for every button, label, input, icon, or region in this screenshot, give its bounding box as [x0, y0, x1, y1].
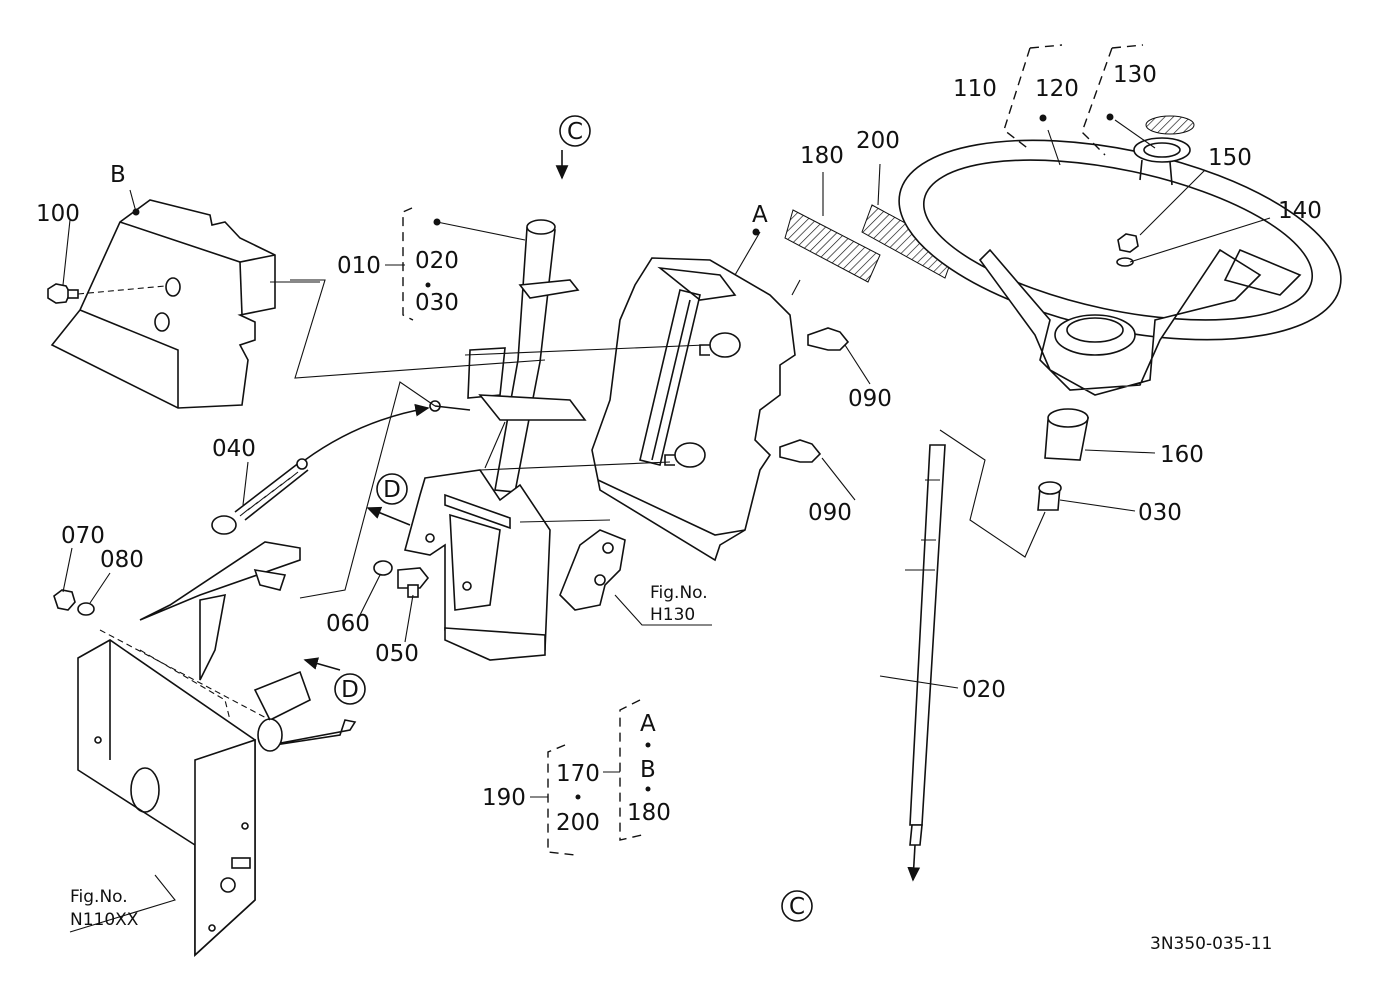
callout-170: 170 [556, 761, 600, 787]
fig-ref-h130-number: H130 [650, 605, 695, 625]
callout-130: 130 [1113, 62, 1157, 88]
marker-d-upper: D [383, 477, 401, 503]
panel-a [591, 257, 796, 562]
callout-200: 200 [856, 128, 900, 154]
callout-180: 180 [800, 143, 844, 169]
callout-110: 110 [953, 76, 997, 102]
decal-180 [784, 209, 881, 283]
marker-c-bottom: C [789, 894, 805, 920]
emblem-150 [1133, 137, 1191, 186]
callout-090-lower: 090 [808, 500, 852, 526]
bolt-090-lower [779, 439, 822, 463]
callout-100: 100 [36, 201, 80, 227]
marker-a: A [752, 202, 768, 228]
marker-c-top: C [567, 119, 583, 145]
callout-040: 040 [212, 436, 256, 462]
callout-150: 150 [1208, 145, 1252, 171]
callout-030-bushing: 030 [1138, 500, 1182, 526]
callout-020-shaft: 020 [962, 677, 1006, 703]
steering-column [404, 219, 587, 661]
set-marker-a: A [640, 711, 656, 737]
washer-060 [373, 560, 393, 576]
universal-joint-h130 [559, 529, 626, 611]
callout-060: 060 [326, 611, 370, 637]
fig-ref-h130-label: Fig.No. [650, 583, 708, 603]
callout-020: 020 [415, 248, 459, 274]
cap-130 [1145, 115, 1195, 135]
cover-b [50, 199, 276, 409]
callout-030: 030 [415, 290, 459, 316]
callout-180-set: 180 [627, 800, 671, 826]
callout-080: 080 [100, 547, 144, 573]
spring-040 [211, 403, 430, 535]
bushing-030 [1037, 481, 1062, 511]
pedal-bracket [77, 541, 357, 957]
bolt-050 [397, 567, 430, 598]
nut-070 [53, 589, 76, 611]
drawing-id: 3N350-035-11 [1150, 934, 1272, 954]
callout-140: 140 [1278, 198, 1322, 224]
callout-120: 120 [1035, 76, 1079, 102]
marker-d-lower: D [341, 677, 359, 703]
collar-160 [1044, 408, 1089, 461]
bolt-090-upper [807, 327, 850, 351]
callout-050: 050 [375, 641, 419, 667]
callout-090-upper: 090 [848, 386, 892, 412]
callout-200-set: 200 [556, 810, 600, 836]
bolt-100 [47, 283, 79, 304]
callout-010: 010 [337, 253, 381, 279]
callout-190: 190 [482, 785, 526, 811]
washer-080 [77, 602, 95, 616]
nut-140 [1117, 233, 1139, 253]
fig-ref-n110-number: N110XX [70, 910, 139, 930]
callout-160: 160 [1160, 442, 1204, 468]
callout-070: 070 [61, 523, 105, 549]
steering-shaft-020 [905, 444, 946, 882]
set-marker-b: B [640, 757, 656, 783]
fig-ref-n110-label: Fig.No. [70, 887, 128, 907]
marker-b: B [110, 162, 126, 188]
